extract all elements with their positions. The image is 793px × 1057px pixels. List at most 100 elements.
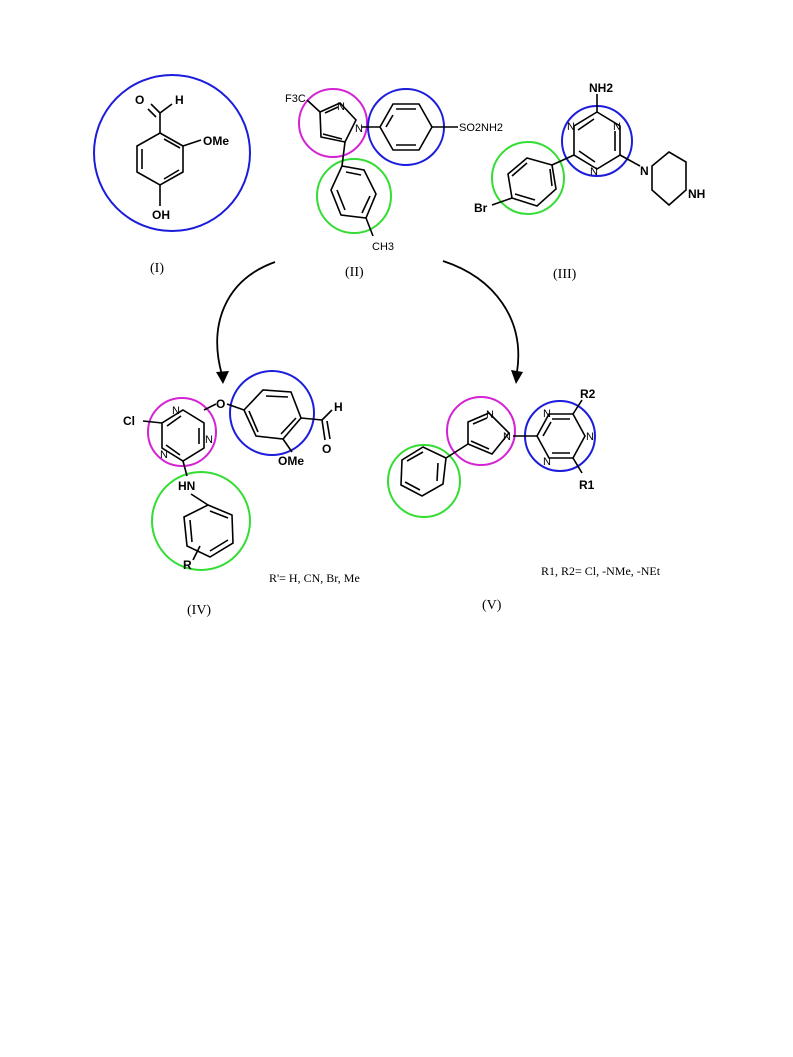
pyrazole-ring: [319, 102, 357, 143]
bond: [326, 420, 331, 440]
bond: [182, 460, 188, 477]
atom-n-piperazine: N: [640, 164, 649, 178]
double-bond: [385, 114, 394, 128]
double-bond: [265, 395, 289, 398]
atom-br: Br: [474, 201, 488, 215]
atom-n: N: [613, 121, 621, 133]
compound-v: N N N N N R2 R1 R1, R2= Cl, -NMe, -NEt (…: [387, 387, 661, 613]
double-bond: [514, 193, 536, 201]
atom-n: N: [543, 408, 551, 420]
compound-label: (V): [482, 598, 502, 613]
double-bond: [324, 106, 339, 114]
double-bond: [163, 169, 180, 180]
atom-h: H: [334, 400, 343, 414]
bond: [203, 403, 217, 411]
highlight-circle-pink: [446, 396, 516, 466]
bond: [150, 103, 161, 114]
bond: [282, 438, 293, 453]
atom-n1: N: [355, 123, 363, 135]
bond: [321, 409, 333, 421]
double-bond: [436, 462, 439, 482]
bond: [306, 99, 321, 113]
atom-n: N: [172, 405, 180, 417]
highlight-circle-green: [387, 444, 461, 518]
curved-arrow-left: [216, 261, 276, 376]
atom-o: O: [216, 397, 225, 411]
atom-n: N: [486, 409, 494, 421]
double-bond: [166, 415, 182, 427]
double-bond: [345, 171, 362, 176]
double-bond: [542, 421, 552, 437]
bond: [445, 443, 469, 459]
atom-so2nh2: SO2NH2: [459, 122, 503, 134]
triazine-ring: [573, 111, 621, 170]
atom-n: N: [543, 456, 551, 468]
double-bond: [189, 519, 193, 543]
double-bond: [336, 189, 346, 211]
atom-n: N: [590, 166, 598, 178]
double-bond: [209, 510, 229, 519]
atom-r2: R2: [580, 387, 596, 401]
atom-n: N: [337, 101, 345, 113]
double-bond: [578, 150, 596, 163]
atom-n: N: [160, 449, 168, 461]
pyrazole-ring: [467, 412, 511, 455]
highlight-circle-green: [491, 141, 565, 215]
bond: [182, 139, 202, 147]
benzene-ring: [400, 446, 447, 497]
atom-cf3: F3C: [285, 93, 306, 105]
atom-n: N: [567, 121, 575, 133]
atom-nh2: NH2: [589, 81, 613, 95]
double-bond: [470, 440, 490, 450]
atom-oh: OH: [152, 208, 170, 222]
highlight-circle-pink: [147, 397, 217, 467]
arrowhead: [216, 371, 229, 384]
reaction-arrows: [216, 260, 523, 384]
double-bond: [549, 168, 553, 187]
triazine-ring: [161, 409, 205, 462]
compound-label: (III): [553, 267, 577, 282]
bond: [551, 154, 575, 166]
atom-ome: OMe: [278, 454, 304, 468]
highlight-circle-green: [151, 471, 251, 571]
atom-n: N: [503, 431, 511, 443]
bond: [341, 141, 346, 167]
atom-nh: NH: [688, 187, 705, 201]
bond: [147, 108, 157, 118]
double-bond: [165, 444, 181, 456]
bond: [190, 493, 209, 506]
double-bond: [472, 417, 488, 425]
double-bond: [248, 410, 259, 433]
substituent-note: R'= H, CN, Br, Me: [269, 571, 360, 585]
atom-o-aldehyde: O: [322, 442, 331, 456]
atom-h: H: [175, 93, 184, 107]
curved-arrow-right: [442, 260, 520, 373]
bond: [192, 545, 201, 561]
bond: [365, 217, 374, 237]
bond: [159, 103, 173, 114]
atom-cl: Cl: [123, 414, 135, 428]
atom-n: N: [586, 431, 594, 443]
double-bond: [511, 162, 528, 177]
double-bond: [406, 451, 424, 462]
bond: [619, 154, 641, 167]
atom-n: N: [205, 434, 213, 446]
bond: [491, 197, 513, 206]
triazine-ring: [536, 413, 586, 459]
double-bond: [322, 133, 343, 140]
atom-ome: OMe: [203, 134, 229, 148]
substituent-note: R1, R2= Cl, -NMe, -NEt: [541, 564, 661, 578]
bond: [142, 420, 163, 424]
double-bond: [361, 195, 371, 214]
atom-hn: HN: [178, 479, 195, 493]
arrowhead: [511, 370, 523, 384]
double-bond: [209, 539, 229, 552]
bond: [321, 419, 326, 441]
highlight-circle-pink: [298, 88, 368, 158]
atom-r1: R1: [579, 478, 595, 492]
compound-i: O H OMe OH (I): [93, 74, 251, 276]
double-bond: [577, 118, 595, 131]
compound-label: (II): [345, 265, 364, 280]
benzene-ring: [243, 389, 302, 440]
